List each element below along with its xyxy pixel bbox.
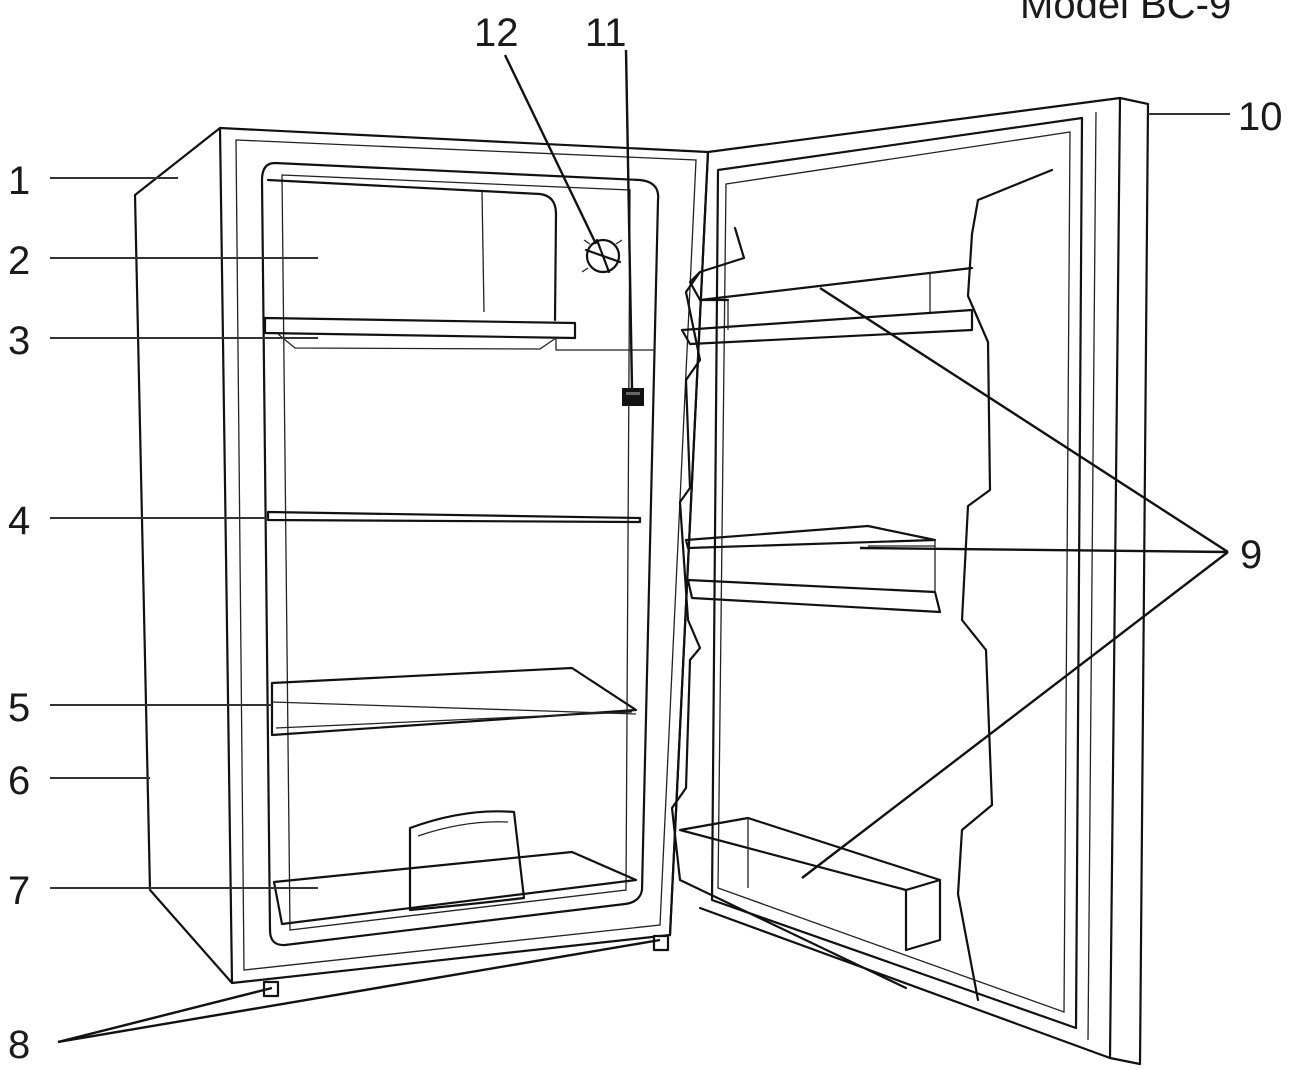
cabinet-body xyxy=(133,126,710,985)
freezer-compartment xyxy=(263,178,655,351)
door-bin-bottom xyxy=(678,816,942,952)
label-10: 10 xyxy=(1238,95,1283,139)
label-5: 5 xyxy=(8,686,30,730)
callout-labels: 1 2 3 4 5 6 7 8 9 10 11 12 xyxy=(8,11,1283,1067)
door xyxy=(670,96,1150,1066)
leveling-feet xyxy=(262,934,670,998)
label-3: 3 xyxy=(8,319,30,363)
label-8: 8 xyxy=(8,1023,30,1067)
thermostat-knob xyxy=(581,238,623,274)
wire-shelf xyxy=(266,510,642,524)
label-4: 4 xyxy=(8,499,30,543)
crisper-drawer xyxy=(272,810,638,926)
label-9: 9 xyxy=(1240,533,1262,577)
leader-lines xyxy=(50,49,1230,1044)
label-2: 2 xyxy=(8,239,30,283)
label-12: 12 xyxy=(474,11,519,55)
label-7: 7 xyxy=(8,869,30,913)
label-11: 11 xyxy=(585,11,627,55)
model-caption: Model BC-9 xyxy=(1020,0,1231,27)
crisper-cover xyxy=(270,666,638,737)
door-bin-middle xyxy=(684,524,942,614)
cabinet-liner xyxy=(260,161,660,947)
label-6: 6 xyxy=(8,759,30,803)
label-1: 1 xyxy=(8,159,30,203)
light-switch xyxy=(622,388,644,406)
door-bin-top xyxy=(680,266,974,346)
